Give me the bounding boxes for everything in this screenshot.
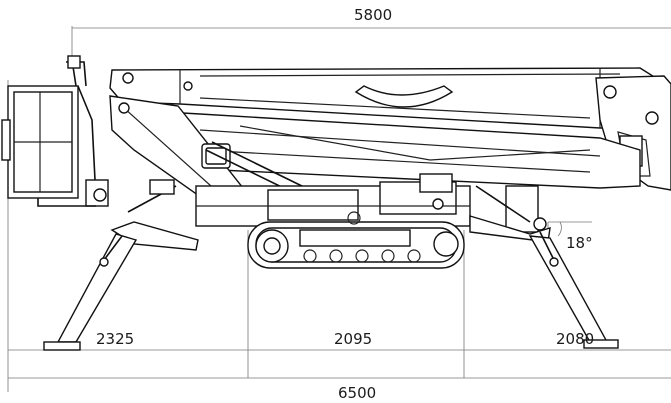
left-outrigger — [43, 179, 199, 351]
crawler-track — [247, 211, 465, 269]
right-outrigger-label: 2080 — [556, 330, 594, 348]
overall-span-label: 6500 — [338, 384, 376, 402]
overall-length-label: 5800 — [354, 6, 392, 24]
track-base-label: 2095 — [334, 330, 372, 348]
work-platform-basket — [1, 55, 109, 207]
telescopic-boom — [109, 67, 671, 223]
right-outrigger — [469, 185, 619, 349]
outrigger-angle-label: 18° — [566, 234, 593, 252]
left-outrigger-label: 2325 — [96, 330, 134, 348]
